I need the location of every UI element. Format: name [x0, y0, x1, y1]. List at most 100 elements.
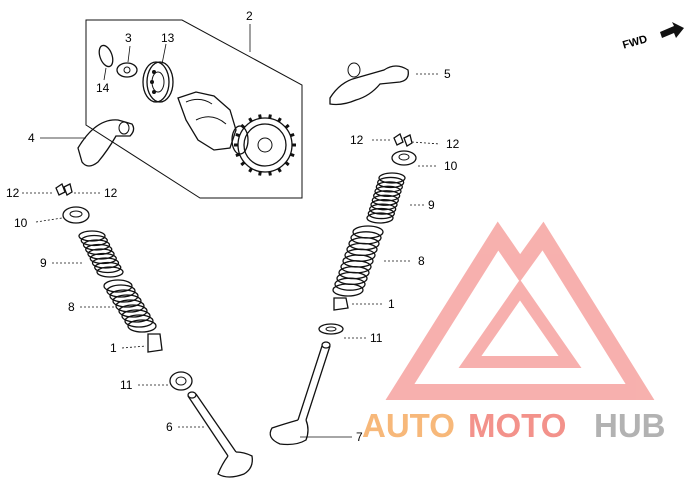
- spring-coil: [96, 266, 124, 278]
- sprocket-tooth: [284, 161, 290, 167]
- spring-coil: [118, 304, 148, 318]
- spring-coil: [109, 289, 139, 303]
- valve-left-part: [187, 391, 253, 478]
- washer-left: [169, 371, 193, 391]
- callout-3: 3: [125, 31, 132, 45]
- rocker-arm-right-part: [329, 65, 409, 106]
- sprocket-tooth: [277, 117, 282, 123]
- spring-coil: [121, 309, 151, 323]
- spring-coil: [112, 294, 142, 308]
- callout-12-right-a: 12: [350, 133, 364, 147]
- callout-12-left-b: 12: [104, 186, 118, 200]
- spring-coil: [78, 230, 106, 242]
- spring-coil: [374, 185, 402, 197]
- retainer-right: [391, 150, 417, 166]
- watermark-logo: [385, 221, 655, 400]
- sprocket-tooth: [268, 114, 272, 119]
- sprocket-tooth: [235, 152, 241, 158]
- callout-10-left: 10: [14, 216, 28, 230]
- callout-12-left-a: 12: [6, 186, 20, 200]
- sprocket-tooth: [258, 114, 262, 119]
- watermark-text: AUTO MOTO HUB: [362, 407, 666, 444]
- washer-right: [318, 323, 344, 335]
- watermark-auto: AUTO: [362, 407, 455, 444]
- callout-14: 14: [96, 81, 110, 95]
- clip-part: [98, 44, 114, 68]
- outer-spring-right: [332, 225, 384, 297]
- bearing-part: [142, 61, 174, 103]
- callout-11-left: 11: [120, 378, 133, 392]
- callout-7: 7: [356, 430, 363, 444]
- inner-spring-left: [78, 230, 124, 278]
- spring-coil: [370, 199, 398, 211]
- spring-coil: [366, 212, 394, 224]
- spring-coil: [371, 194, 399, 206]
- spring-coil: [332, 283, 364, 297]
- spring-coil: [378, 172, 406, 184]
- sprocket-tooth: [289, 132, 295, 138]
- spring-coil: [89, 252, 117, 265]
- spring-coil: [369, 203, 397, 215]
- callouts: 2 3 13 14 4 5 12 12 10 9 8 1 11 6 12 12 …: [6, 9, 460, 444]
- watermark-hub: HUB: [594, 407, 666, 444]
- outer-spring-left: [103, 279, 157, 333]
- cam-sprocket-part: [234, 114, 296, 176]
- seal-left: [147, 333, 163, 353]
- valve-right-part: [269, 341, 331, 446]
- callout-5: 5: [444, 67, 451, 81]
- sprocket-tooth: [268, 171, 272, 176]
- spring-coil: [124, 314, 154, 328]
- spring-coil: [377, 176, 405, 189]
- leader-lines: [22, 24, 441, 438]
- sprocket-tooth: [284, 123, 290, 129]
- spring-coil: [85, 243, 113, 256]
- spring-coil: [87, 248, 115, 260]
- inner-spring-right: [366, 172, 406, 224]
- spring-coil: [367, 207, 395, 220]
- callout-8-left: 8: [68, 300, 75, 314]
- cotter-left: [55, 183, 73, 196]
- spring-coil: [94, 261, 122, 274]
- callout-2: 2: [246, 9, 253, 23]
- pin-part: [116, 62, 138, 78]
- spring-coil: [91, 257, 120, 269]
- camshaft-group-frame: [85, 19, 303, 199]
- callout-4: 4: [28, 131, 35, 145]
- callout-1-left: 1: [110, 341, 117, 355]
- fwd-label: FWD: [621, 33, 648, 51]
- callout-8-right: 8: [418, 254, 425, 268]
- forward-arrow-icon: FWD: [621, 22, 684, 52]
- seal-right: [333, 297, 349, 311]
- watermark-moto: MOTO: [468, 407, 566, 444]
- rocker-arm-left-part: [77, 119, 135, 167]
- sprocket-tooth: [240, 123, 246, 129]
- retainer-left: [62, 206, 90, 224]
- callout-6: 6: [166, 420, 173, 434]
- spring-coil: [103, 279, 133, 293]
- sprocket-tooth: [248, 117, 253, 123]
- callout-10-right: 10: [444, 159, 458, 173]
- callout-13: 13: [161, 31, 175, 45]
- callout-9-left: 9: [40, 256, 47, 270]
- sprocket-tooth: [235, 132, 241, 138]
- spring-coil: [375, 181, 403, 193]
- sprocket-tooth: [240, 161, 246, 167]
- callout-9-right: 9: [428, 198, 435, 212]
- sprocket-tooth: [248, 167, 253, 173]
- spring-coil: [82, 239, 111, 251]
- sprocket-tooth: [277, 167, 282, 173]
- callout-11-right: 11: [370, 331, 383, 345]
- cotter-right: [393, 133, 413, 147]
- spring-coil: [334, 277, 366, 291]
- spring-coil: [80, 234, 108, 247]
- sprocket-tooth: [258, 171, 262, 176]
- spring-coil: [373, 190, 401, 202]
- sprocket-tooth: [289, 152, 295, 158]
- spring-coil: [106, 284, 136, 298]
- spring-coil: [127, 319, 157, 333]
- spring-coil: [115, 299, 145, 313]
- callout-12-right-b: 12: [446, 137, 460, 151]
- callout-1-right: 1: [388, 297, 395, 311]
